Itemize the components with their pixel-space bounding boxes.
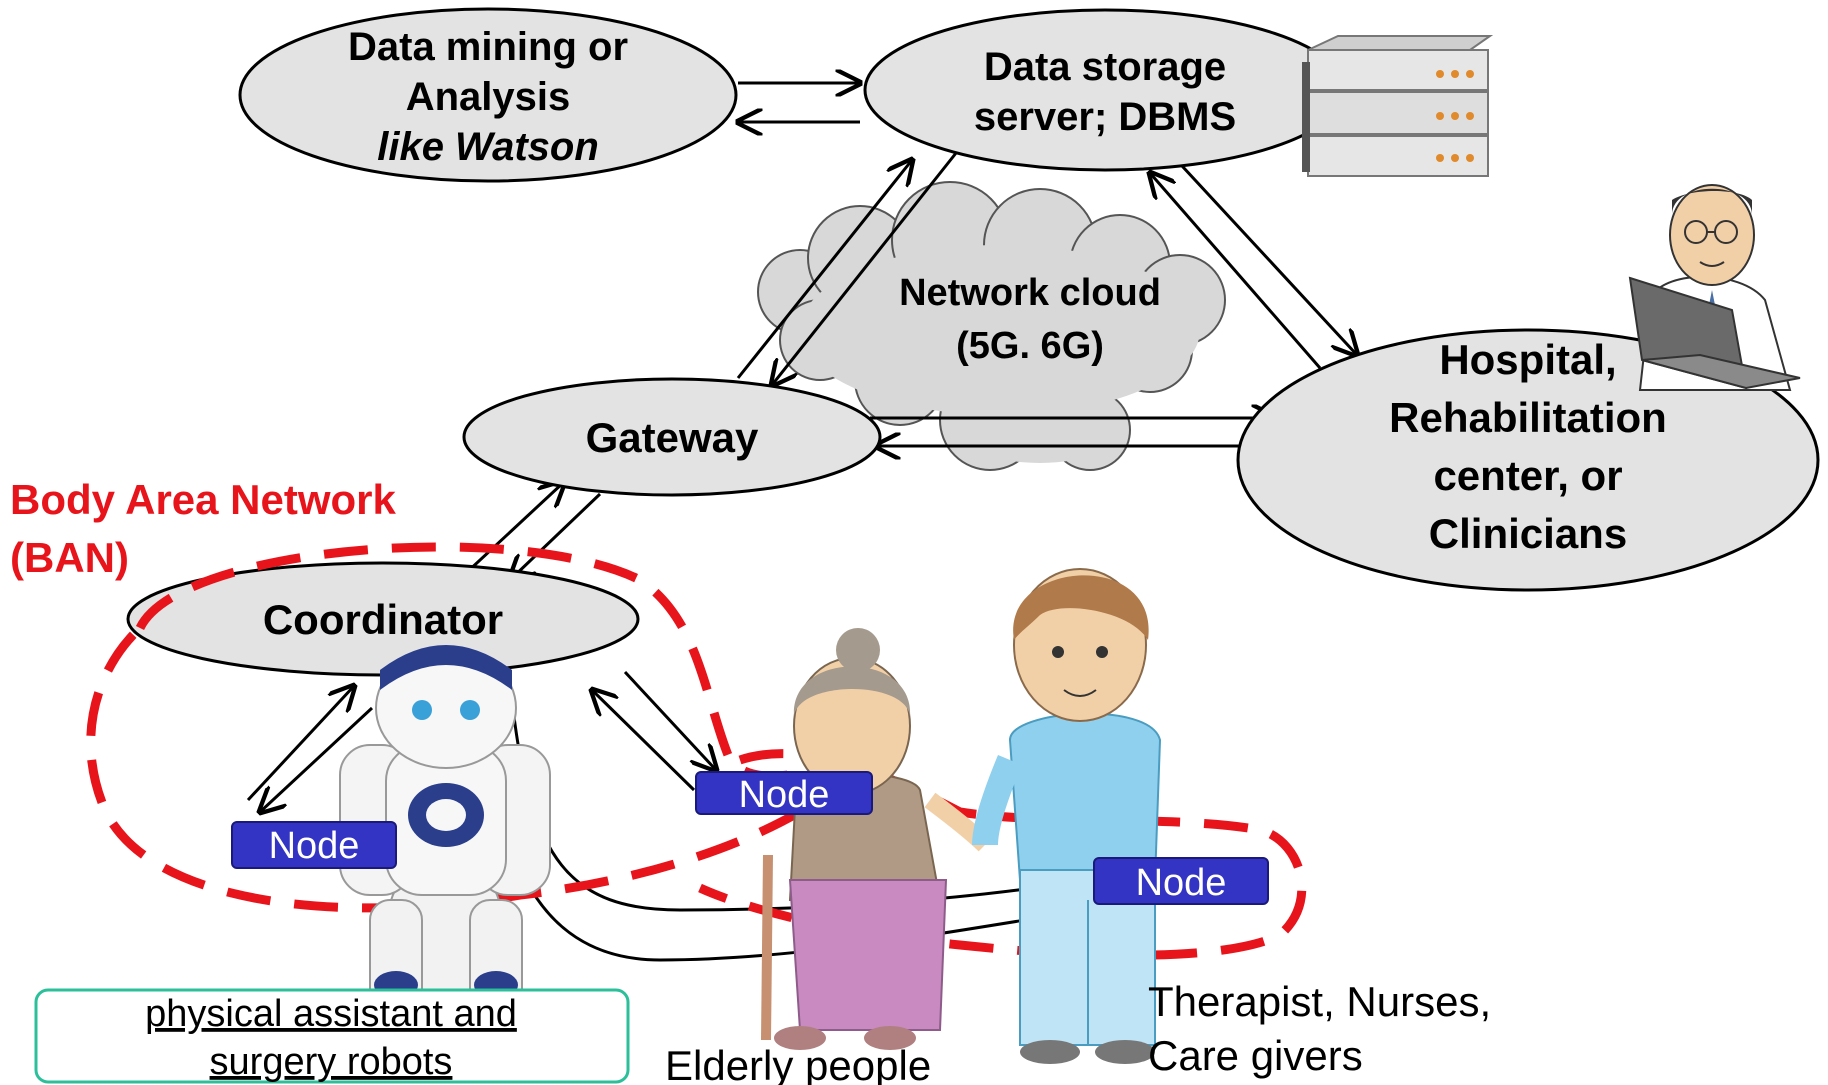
hospital-line2: Rehabilitation — [1389, 394, 1667, 441]
arrow-elderly-node-to-coordinator — [592, 690, 696, 792]
data-storage-ellipse: Data storage server; DBMS — [863, 8, 1347, 172]
elderly-node-label: Node — [739, 774, 830, 816]
ban-title: Body Area Network — [10, 476, 397, 523]
hospital-ellipse: Hospital, Rehabilitation center, or Clin… — [1236, 328, 1820, 592]
coordinator-label: Coordinator — [263, 596, 503, 643]
network-cloud: Network cloud (5G. 6G) — [757, 181, 1226, 471]
data-storage-line1: Data storage — [984, 45, 1226, 89]
elderly-woman-icon — [761, 628, 992, 1050]
ban-subtitle: (BAN) — [10, 534, 129, 581]
data-storage-line2: server; DBMS — [974, 95, 1236, 139]
arrow-gateway-to-coordinator — [510, 492, 602, 580]
hospital-line4: Clinicians — [1429, 510, 1627, 557]
arrow-storage-to-gateway — [772, 147, 962, 385]
robot-caption-box: physical assistant and surgery robots — [34, 988, 630, 1084]
robot-caption-line2: surgery robots — [210, 1041, 453, 1083]
data-mining-ellipse: Data mining or Analysis like Watson — [238, 7, 738, 183]
therapist-node-label: Node — [1136, 862, 1227, 904]
robot-node-label: Node — [269, 825, 360, 867]
data-mining-line3: like Watson — [377, 125, 599, 169]
doctor-laptop-icon — [1628, 184, 1801, 391]
therapist-node-badge: Node — [1093, 857, 1269, 905]
arrow-storage-to-hospital — [1156, 138, 1357, 355]
arrow-gateway-to-storage — [736, 160, 912, 379]
arrow-coordinator-to-gateway — [463, 482, 564, 576]
elderly-caption: Elderly people — [665, 1042, 931, 1085]
robot-caption-line1: physical assistant and — [145, 993, 517, 1035]
server-rack-icon — [1302, 35, 1494, 177]
hospital-line1: Hospital, — [1439, 336, 1616, 383]
cloud-title: Network cloud — [899, 272, 1161, 314]
elderly-node-badge: Node — [695, 771, 873, 816]
data-mining-line2: Analysis — [406, 75, 571, 119]
gateway-label: Gateway — [586, 414, 759, 461]
therapist-caption-line2: Care givers — [1148, 1032, 1363, 1079]
arrow-coordinator-to-elderly-node — [623, 670, 716, 770]
arrow-hospital-to-storage — [1150, 173, 1322, 369]
hospital-line3: center, or — [1433, 452, 1622, 499]
data-mining-line1: Data mining or — [348, 25, 628, 69]
arrow-robot-node-to-coordinator — [246, 686, 354, 802]
robot-node-badge: Node — [231, 821, 397, 869]
cloud-subtitle: (5G. 6G) — [956, 325, 1104, 367]
therapist-caption-line1: Therapist, Nurses, — [1148, 978, 1491, 1025]
gateway-ellipse: Gateway — [462, 377, 882, 497]
arrow-coordinator-to-robot-node — [260, 706, 374, 812]
